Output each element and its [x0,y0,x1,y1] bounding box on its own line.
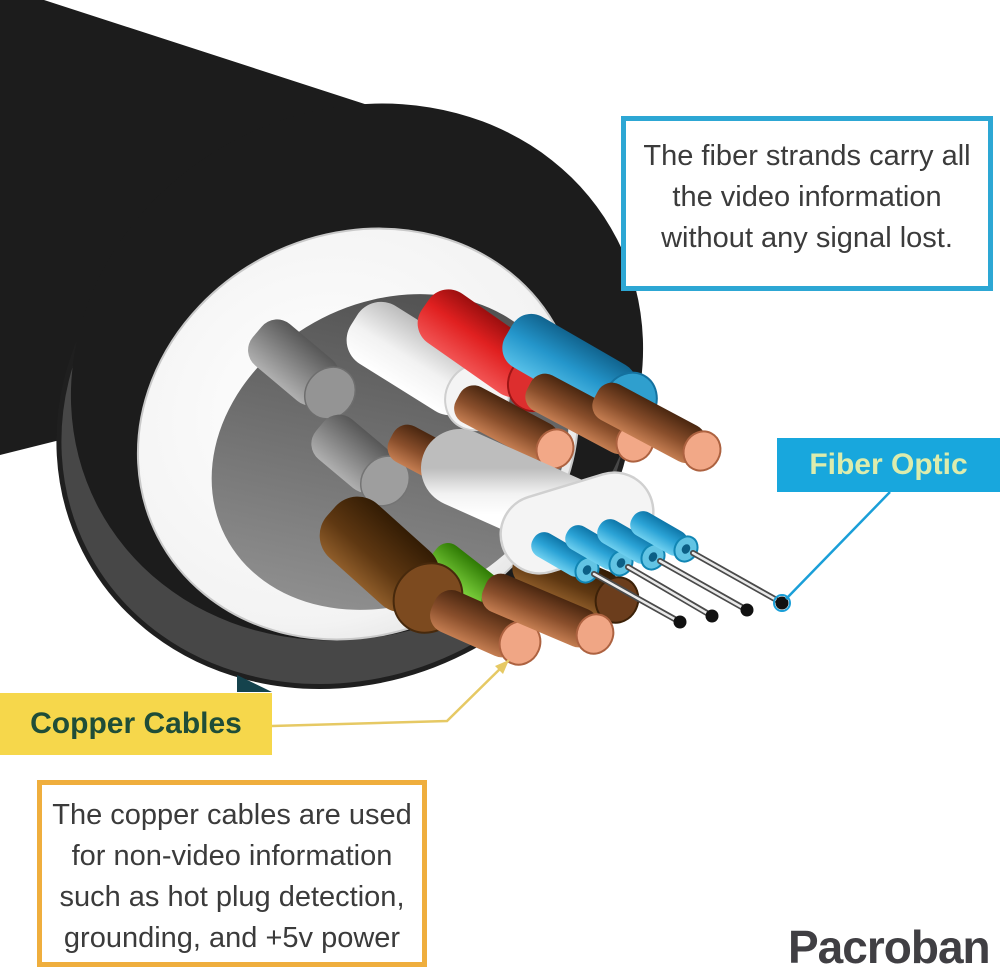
fiber-note-line: without any signal lost. [661,222,953,254]
copper-note-box: The copper cables are used for non-video… [37,780,427,967]
wire-copper-lower-1 [430,590,542,666]
brand-logo: Pacroban [788,921,991,970]
copper-cables-label-text: Copper Cables [30,707,242,740]
fiber-strand-4 [690,550,789,610]
fiber-optic-label-text: Fiber Optic [809,448,968,481]
wire-copper-4 [592,382,722,472]
copper-note-line: grounding, and +5v power [63,922,401,954]
fiber-leader-line [773,491,891,612]
copper-note-line: The copper cables are used [52,799,412,831]
fiber-strand-2 [625,564,719,623]
corner-triangle [237,675,272,692]
copper-cables-label: Copper Cables [0,693,272,755]
fiber-note-box: The fiber strands carry all the video in… [621,116,993,291]
wire-copper-lower-2 [481,573,615,655]
wire-gray-1 [248,319,357,420]
copper-leader-line [271,659,510,728]
fiber-strand-1 [591,571,687,629]
wire-copper-2 [454,385,575,470]
fiber-strand-3 [657,558,754,617]
copper-note-line: such as hot plug detection, [59,881,405,913]
fiber-note-line: the video information [672,181,942,213]
fiber-optic-label: Fiber Optic [777,438,1000,492]
fiber-note-line: The fiber strands carry all [643,140,971,172]
copper-note-line: for non-video information [71,840,393,872]
